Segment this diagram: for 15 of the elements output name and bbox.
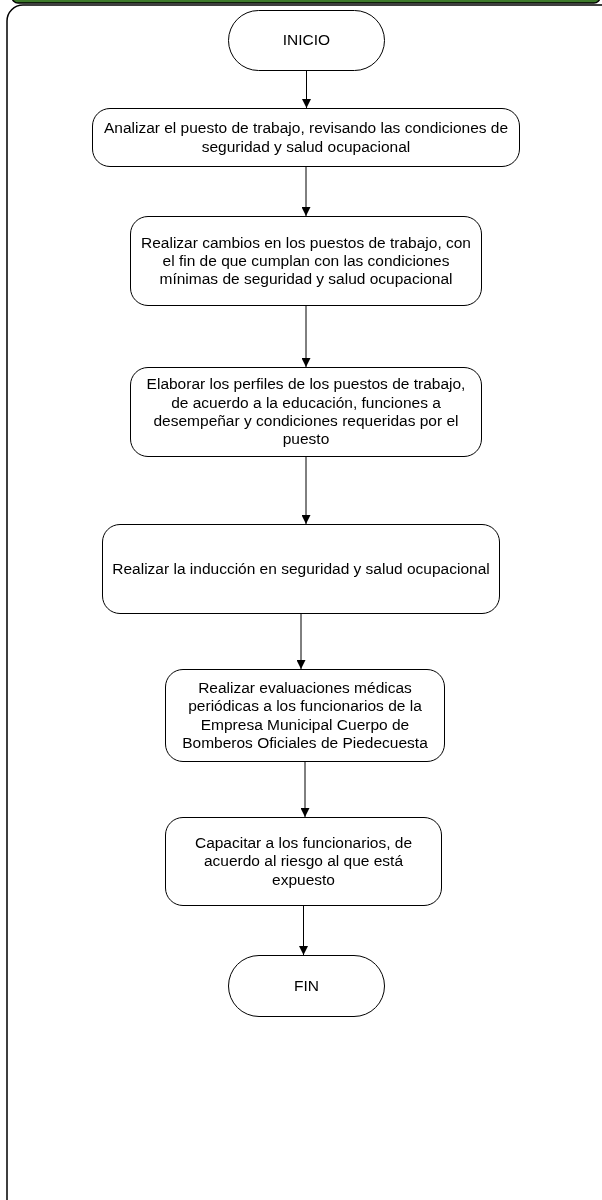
process-box: Realizar evaluaciones médicas periódicas a los funcionarios de la Empresa Municipal Cuerpo de Bomberos Oficiales de Piedecuesta xyxy=(165,669,445,762)
arrow xyxy=(299,905,308,956)
process-box: Realizar cambios en los puestos de trabajo, con el fin de que cumplan con las condiciones mínimas de seguridad y salud ocupacional xyxy=(130,216,482,306)
arrow xyxy=(301,166,311,217)
terminal-shape: FIN xyxy=(228,955,385,1017)
process-box: Realizar la inducción en seguridad y salud ocupacional xyxy=(102,524,500,614)
arrow xyxy=(300,761,310,818)
process-box: Capacitar a los funcionarios, de acuerdo al riesgo al que está expuesto xyxy=(165,817,442,906)
process-box: Analizar el puesto de trabajo, revisando las condiciones de seguridad y salud ocupacional xyxy=(92,108,520,167)
arrow xyxy=(301,456,311,525)
arrow xyxy=(301,305,311,368)
process-box: Elaborar los perfiles de los puestos de trabajo, de acuerdo a la educación, funciones a desempeñar y condiciones requeridas por el puesto xyxy=(130,367,482,457)
arrow xyxy=(296,613,306,670)
terminal-shape: INICIO xyxy=(228,10,385,71)
arrow xyxy=(302,70,311,109)
